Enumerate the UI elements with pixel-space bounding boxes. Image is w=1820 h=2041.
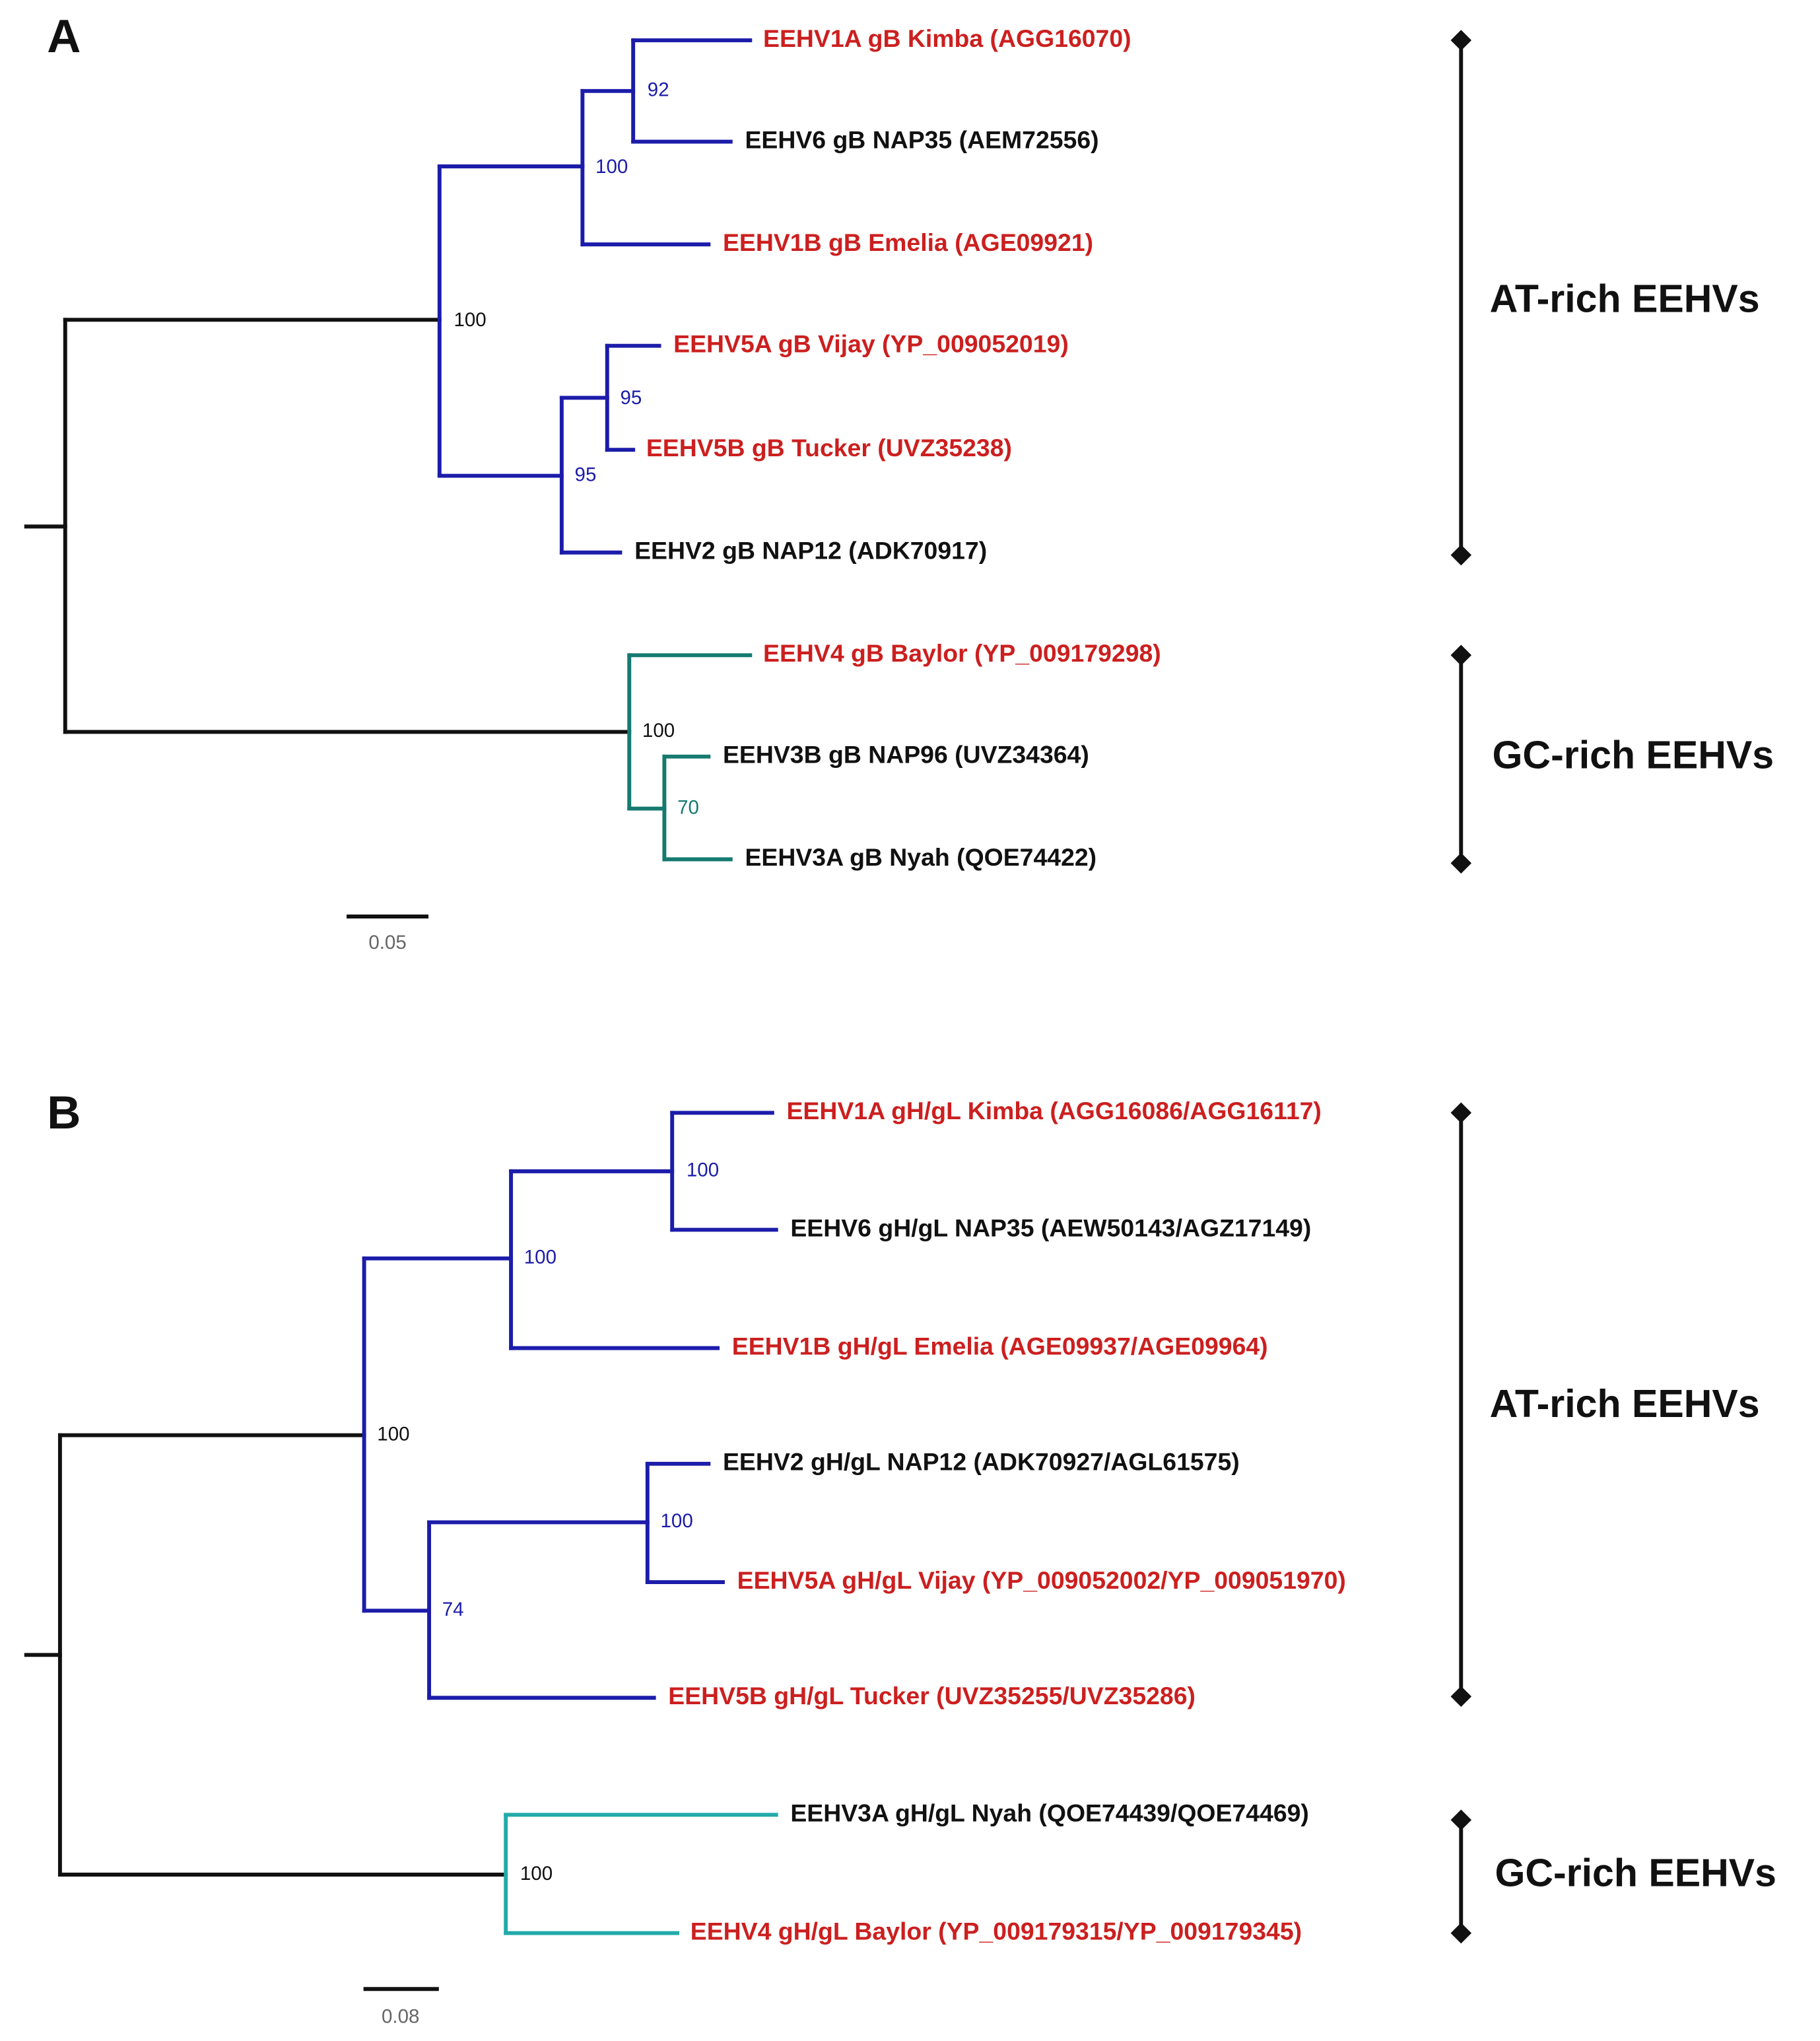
- bootstrap-value: 92: [648, 79, 669, 101]
- clade-label: AT-rich EEHVs: [1490, 1382, 1760, 1426]
- scale-bar-label: 0.08: [382, 2005, 419, 2027]
- leaf-label: EEHV3B gB NAP96 (UVZ34364): [723, 741, 1089, 769]
- diamond-icon: [1450, 30, 1472, 51]
- bootstrap-value: 70: [677, 796, 699, 818]
- leaf-label: EEHV1B gB Emelia (AGE09921): [723, 228, 1093, 256]
- bootstrap-value: 100: [520, 1863, 553, 1885]
- bootstrap-value: 74: [442, 1599, 464, 1620]
- diamond-icon: [1450, 1922, 1472, 1944]
- bootstrap-value: 100: [660, 1510, 692, 1532]
- leaf-label: EEHV2 gB NAP12 (ADK70917): [634, 537, 987, 565]
- leaf-label: EEHV1A gH/gL Kimba (AGG16086/AGG16117): [786, 1097, 1321, 1124]
- diamond-icon: [1450, 1686, 1472, 1708]
- leaf-label: EEHV5A gB Vijay (YP_009052019): [673, 330, 1069, 358]
- panel-letter: B: [47, 1087, 81, 1139]
- leaf-label: EEHV1B gH/gL Emelia (AGE09937/AGE09964): [732, 1332, 1268, 1360]
- clade-label: AT-rich EEHVs: [1490, 277, 1760, 320]
- scale-bar-label: 0.05: [368, 932, 406, 953]
- leaf-label: EEHV6 gB NAP35 (AEM72556): [745, 125, 1098, 153]
- clade-label: GC-rich EEHVs: [1495, 1851, 1776, 1895]
- bootstrap-value: 100: [595, 156, 628, 178]
- diamond-icon: [1450, 1809, 1472, 1831]
- diamond-icon: [1450, 644, 1472, 666]
- leaf-label: EEHV2 gH/gL NAP12 (ADK70927/AGL61575): [723, 1448, 1240, 1476]
- leaf-label: EEHV3A gB Nyah (QOE74422): [745, 843, 1096, 871]
- leaf-label: EEHV6 gH/gL NAP35 (AEW50143/AGZ17149): [790, 1214, 1311, 1241]
- bootstrap-value: 100: [377, 1423, 409, 1445]
- panel-letter: A: [47, 11, 81, 63]
- leaf-label: EEHV5B gB Tucker (UVZ35238): [646, 434, 1012, 462]
- bootstrap-value: 95: [575, 464, 597, 485]
- clade-label: GC-rich EEHVs: [1493, 733, 1774, 777]
- leaf-label: EEHV5A gH/gL Vijay (YP_009052002/YP_0090…: [737, 1566, 1346, 1594]
- bootstrap-value: 100: [524, 1247, 556, 1268]
- leaf-label: EEHV4 gB Baylor (YP_009179298): [763, 639, 1161, 667]
- leaf-label: EEHV3A gH/gL Nyah (QOE74439/QOE74469): [790, 1799, 1309, 1826]
- leaf-label: EEHV4 gH/gL Baylor (YP_009179315/YP_0091…: [691, 1917, 1302, 1945]
- bootstrap-value: 95: [620, 387, 642, 409]
- diamond-icon: [1450, 544, 1472, 566]
- bootstrap-value: 100: [687, 1159, 719, 1181]
- leaf-label: EEHV5B gH/gL Tucker (UVZ35255/UVZ35286): [668, 1682, 1196, 1710]
- leaf-label: EEHV1A gB Kimba (AGG16070): [763, 24, 1131, 52]
- bootstrap-value: 100: [454, 309, 486, 331]
- diamond-icon: [1450, 1102, 1472, 1124]
- bootstrap-value: 100: [642, 720, 675, 742]
- diamond-icon: [1450, 852, 1472, 874]
